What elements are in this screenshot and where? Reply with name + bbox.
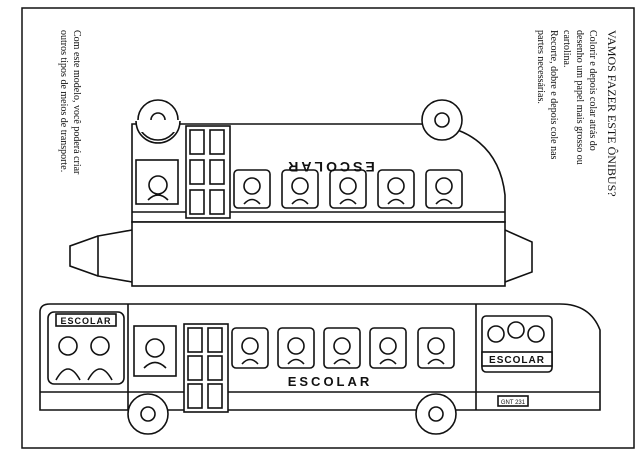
instructions-line-5: partes necessárias. <box>535 30 546 104</box>
note-line-1: Com este modelo, você poderá criar <box>71 30 82 175</box>
rear-passengers <box>487 321 545 343</box>
lower-driver-window <box>133 325 177 377</box>
lower-passenger-windows <box>231 327 455 369</box>
front-windshield <box>47 311 125 385</box>
roof-flap-left-tab <box>69 235 99 277</box>
instructions-block: VAMOS FAZER ESTE ÔNIBUS? Colorir e depoi… <box>535 30 619 197</box>
roof-flap-left <box>97 229 133 283</box>
lower-side-label: ESCOLAR <box>288 374 373 389</box>
roof-panel <box>131 221 506 287</box>
upper-driver-figure <box>147 175 169 201</box>
instructions-line-3: cartolina. <box>561 30 572 67</box>
rear-sign-label: ESCOLAR <box>489 355 545 366</box>
lower-driver-figure <box>143 338 167 369</box>
rear-sign-box <box>481 351 553 367</box>
lower-wheel-right <box>415 393 457 435</box>
upper-wheel-right <box>421 99 463 141</box>
license-plate <box>497 395 529 407</box>
front-passengers <box>55 336 113 381</box>
front-sign-box <box>55 313 117 327</box>
instructions-line-1: Colorir e depois colar atrás do <box>587 30 598 151</box>
instructions-title: VAMOS FAZER ESTE ÔNIBUS? <box>605 30 619 197</box>
upper-side-label: ESCOLAR <box>285 159 374 175</box>
upper-wheel-left <box>135 99 181 144</box>
instructions-line-4: Recorte, dobre e depois cole nas <box>548 30 559 160</box>
license-plate-text: GNT 231 <box>501 400 526 406</box>
page-frame <box>21 7 635 449</box>
lower-wheel-left <box>127 393 169 435</box>
note-block: Com este modelo, você poderá criar outro… <box>58 30 82 175</box>
roof-flap-right <box>504 229 533 283</box>
lower-side-panel <box>39 303 601 411</box>
front-sign-label: ESCOLAR <box>60 316 111 326</box>
note-line-2: outros tipos de meios de transporte. <box>58 30 69 172</box>
upper-door <box>185 125 231 219</box>
lower-door <box>183 323 229 413</box>
upper-driver-window <box>135 159 179 205</box>
instructions-line-2: desenho um papel mais grosso ou <box>574 30 585 165</box>
bus-net <box>39 99 601 435</box>
upper-passenger-windows <box>233 169 463 209</box>
